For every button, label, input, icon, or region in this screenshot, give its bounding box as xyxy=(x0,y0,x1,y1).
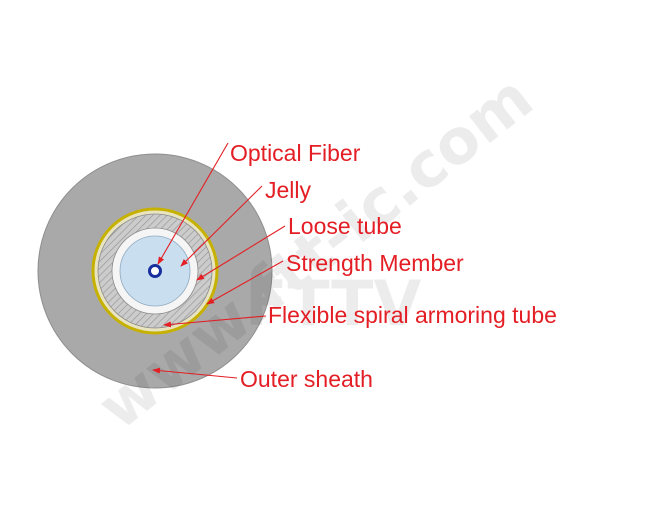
label-armoring-tube: Flexible spiral armoring tube xyxy=(268,302,557,328)
leader-line-jelly xyxy=(180,185,263,267)
leader-line-optical-fiber xyxy=(157,142,229,265)
leader-line-loose-tube xyxy=(196,225,286,281)
watermark-logo-text: FTTV xyxy=(245,267,421,340)
leader-line-outer-sheath xyxy=(152,367,238,379)
label-optical-fiber: Optical Fiber xyxy=(230,140,361,166)
optical-fiber-core xyxy=(148,264,162,278)
labels: Optical Fiber Jelly Loose tube Strength … xyxy=(230,140,557,392)
label-outer-sheath: Outer sheath xyxy=(240,366,373,392)
leader-lines xyxy=(152,142,286,379)
label-strength-member: Strength Member xyxy=(286,250,464,276)
leader-line-strength-member xyxy=(206,260,284,305)
leader-line-armoring-tube xyxy=(163,315,267,328)
label-jelly: Jelly xyxy=(265,177,312,203)
label-loose-tube: Loose tube xyxy=(288,213,402,239)
